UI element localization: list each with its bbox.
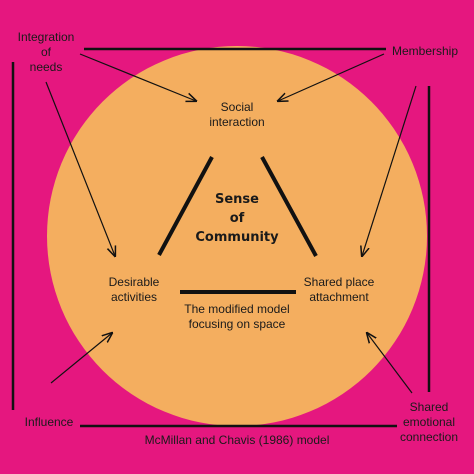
arrow-integration-to-social xyxy=(79,53,196,101)
arrow-integration-to-activities xyxy=(45,81,115,256)
arrow-emotional-to-attachment xyxy=(367,333,413,394)
node-desirable-activities: Desirable activities xyxy=(108,275,160,304)
arrow-influence-to-activities xyxy=(50,333,112,384)
node-integration-of-needs: Integration of needs xyxy=(17,30,75,74)
sense-of-community-label: Sense of Community xyxy=(195,192,279,245)
node-membership: Membership xyxy=(391,44,459,58)
triangle-right-edge xyxy=(260,156,318,257)
node-shared-emotional-connection: Shared emotional connection xyxy=(399,400,459,444)
triangle-left-edge xyxy=(157,156,214,256)
community-circle xyxy=(47,46,427,426)
outer-model-caption: McMillan and Chavis (1986) model xyxy=(144,433,330,447)
node-influence: Influence xyxy=(24,415,74,429)
node-shared-place-attachment: Shared place attachment xyxy=(303,275,375,304)
arrow-membership-to-social xyxy=(278,53,385,101)
node-social-interaction: Social interaction xyxy=(209,100,265,129)
inner-model-caption: The modified model focusing on space xyxy=(184,302,290,331)
arrow-membership-to-attachment xyxy=(362,85,417,256)
